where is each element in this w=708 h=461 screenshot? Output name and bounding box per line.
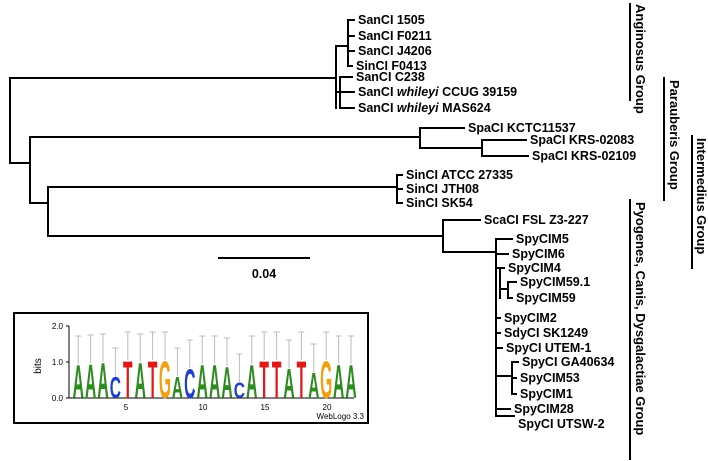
logo-letter: A (308, 366, 319, 406)
leaf-label: SanCI F0211 (358, 29, 432, 43)
leaf-label-italic: whileyi (397, 101, 439, 115)
logo-credit: WebLogo 3.3 (317, 412, 365, 421)
logo-xtick: 15 (261, 403, 270, 412)
logo-letter: T (297, 352, 307, 410)
leaf-label-part: SanCI (358, 85, 397, 99)
logo-letter: A (73, 356, 84, 408)
logo-letter: A (345, 356, 356, 408)
leaf-label: SpaCI KRS-02109 (532, 149, 636, 163)
leaf-label: SpyCIM59.1 (520, 275, 590, 289)
leaf-label: SpyCIM6 (512, 247, 565, 261)
leaf-labels: SanCI 1505 SanCI F0211 SanCI J4206 SinCI… (356, 13, 636, 431)
leaf-label: SanCI whileyi MAS624 (358, 101, 491, 115)
leaf-label: SinCI F0413 (356, 59, 427, 73)
leaf-label: SpaCI KCTC11537 (468, 121, 576, 135)
leaf-label: SdyCI SK1249 (504, 326, 588, 340)
logo-letter: A (172, 372, 183, 406)
group-label-parauberis: Parauberis Group (667, 80, 682, 190)
leaf-label: SpyCIM28 (514, 402, 574, 416)
group-label-anginosus: Anginosus Group (633, 4, 648, 114)
logo-ytick: 2.0 (52, 322, 64, 331)
logo-frame (13, 312, 369, 424)
leaf-label: ScaCI FSL Z3-227 (484, 213, 589, 227)
leaf-label: SpyCI GA40634 (522, 355, 614, 369)
leaf-label: SinCI SK54 (406, 196, 473, 210)
leaf-label: SpyCIM53 (520, 371, 580, 385)
logo-ylabel: bits (33, 358, 44, 374)
leaf-label: SanCI whileyi CCUG 39159 (358, 85, 517, 99)
logo-xtick: 5 (124, 403, 129, 412)
logo-letter: A (135, 353, 146, 408)
logo-letter: A (209, 356, 220, 408)
leaf-label-part: MAS624 (439, 101, 491, 115)
logo-letter: A (85, 355, 96, 409)
tree-branches (9, 19, 529, 417)
group-label-intermedius: Intermedius Group (694, 138, 708, 254)
leaf-label-part: CCUG 39159 (439, 85, 518, 99)
leaf-label: SpyCIM59 (516, 291, 576, 305)
logo-letter: C (110, 372, 121, 406)
logo-letter: A (283, 361, 294, 407)
group-label-pyogenes: Pyogenes, Canis, Dysgalactiae Group (633, 202, 648, 435)
logo-error-bars (75, 331, 354, 382)
leaf-label: SanCI C238 (356, 70, 425, 84)
logo-letter: A (333, 356, 344, 408)
logo-letter: T (123, 352, 133, 410)
logo-letter: A (246, 356, 257, 408)
scale-bar: 0.04 (218, 257, 310, 281)
leaf-label-italic: whileyi (397, 85, 439, 99)
leaf-label: SinCI ATCC 27335 (406, 168, 513, 182)
leaf-label: SanCI 1505 (358, 13, 425, 27)
logo-letter: T (148, 352, 158, 410)
logo-letter: T (259, 352, 269, 410)
logo-letter: A (221, 359, 232, 408)
logo-xtick: 20 (323, 403, 332, 412)
leaf-label: SpyCIM4 (508, 261, 561, 275)
logo-letter: G (320, 352, 332, 410)
leaf-label: SanCI J4206 (358, 44, 432, 58)
logo-letter: G (159, 352, 171, 410)
leaf-label: SinCI JTH08 (406, 182, 479, 196)
logo-ytick: 1.0 (52, 358, 64, 367)
leaf-label: SpaCI KRS-02083 (530, 133, 634, 147)
logo-y-ticks (66, 325, 69, 399)
group-brackets: Anginosus Group Parauberis Group Interme… (629, 3, 708, 460)
leaf-label-part: SanCI (358, 101, 397, 115)
leaf-label: SpyCIM5 (516, 232, 569, 246)
logo-letter: T (272, 352, 282, 410)
leaf-label: SpyCI UTEM-1 (506, 341, 591, 355)
logo-xtick: 10 (199, 403, 208, 412)
leaf-label: SpyCI UTSW-2 (518, 417, 605, 431)
logo-letter: C (184, 361, 195, 407)
logo-letter: A (197, 356, 208, 408)
logo-letter: C (234, 380, 245, 404)
leaf-label: SpyCIM1 (520, 387, 573, 401)
leaf-label: SpyCIM2 (504, 311, 557, 325)
logo-letter: A (97, 353, 108, 408)
scale-bar-label: 0.04 (252, 267, 276, 281)
logo-ytick: 0.0 (52, 394, 64, 403)
